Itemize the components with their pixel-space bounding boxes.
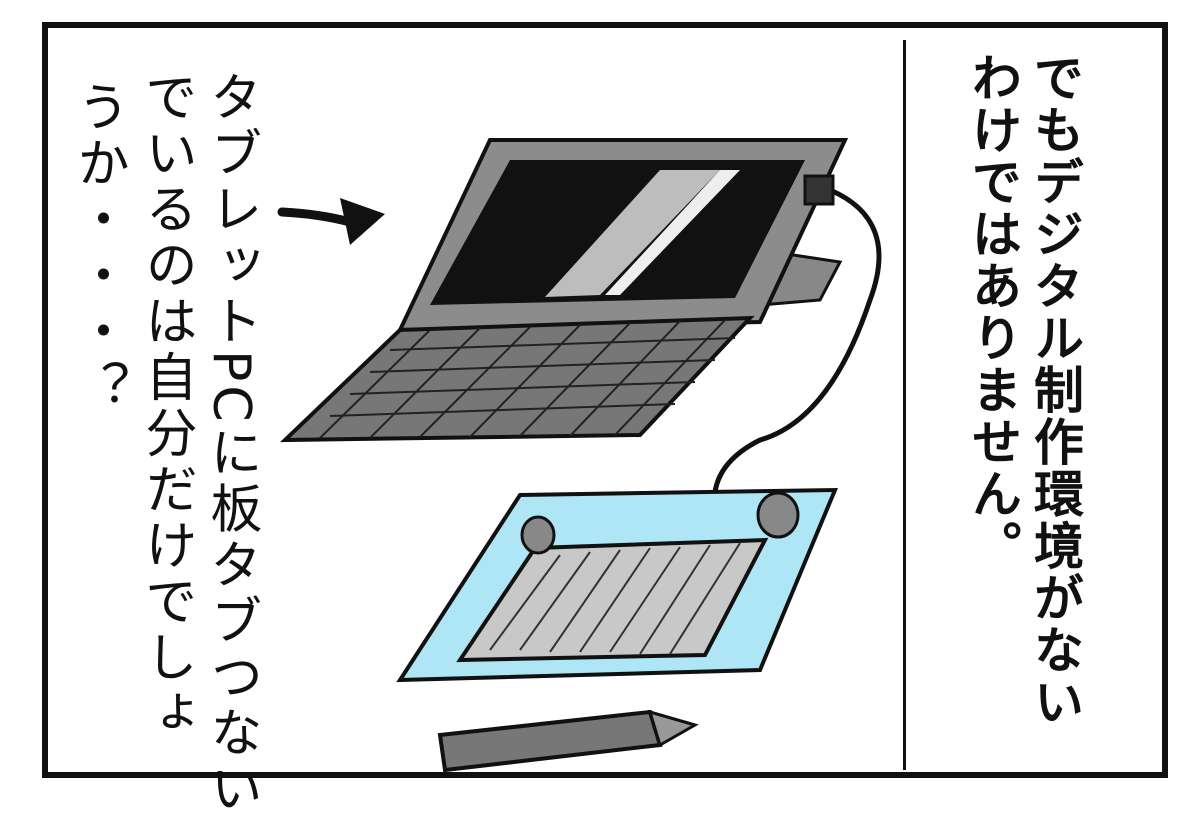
caption-line-2: わけではありません。 xyxy=(964,52,1022,572)
laptop-keyboard xyxy=(279,315,755,443)
panel-divider xyxy=(903,40,906,770)
handwritten-line-1: タブレットPCに板タブつない xyxy=(201,70,261,818)
handwritten-line-3: うか・・・？ xyxy=(68,80,128,416)
pen-tablet xyxy=(396,487,839,683)
caption-line-1: でもデジタル制作環境がない xyxy=(1026,52,1084,728)
handwritten-line-2: でいるのは自分だけでしょ xyxy=(136,70,196,742)
cable xyxy=(712,187,882,493)
laptop-screen xyxy=(396,138,849,333)
stylus-pen xyxy=(437,709,699,773)
arrow-icon xyxy=(277,198,385,245)
cable-connector xyxy=(803,174,835,206)
panel-border xyxy=(42,22,1168,778)
